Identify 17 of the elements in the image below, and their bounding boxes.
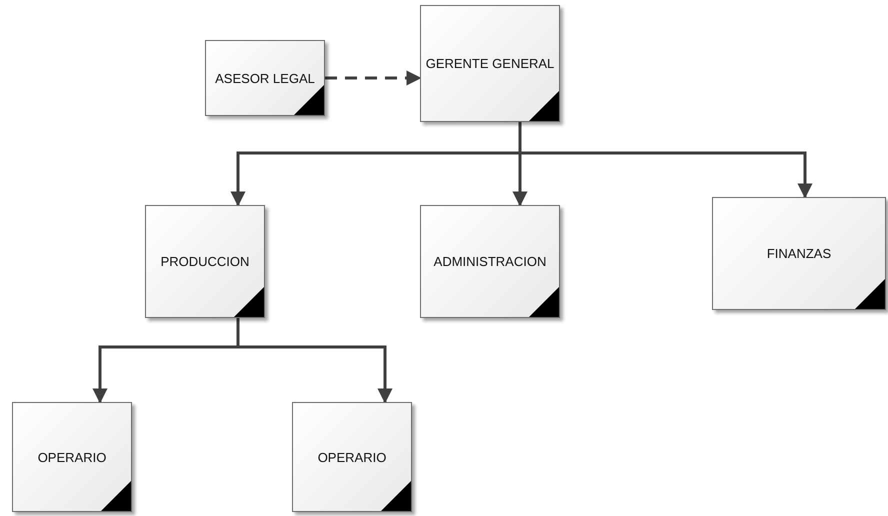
box-label: FINANZAS xyxy=(766,246,832,261)
box-label: OPERARIO xyxy=(38,450,106,464)
box-label: OPERARIO xyxy=(318,450,386,464)
org-box xyxy=(292,402,412,512)
box-label: GERENTE GENERAL xyxy=(426,56,554,71)
box-label: PRODUCCION xyxy=(160,254,250,269)
arrow xyxy=(325,70,422,86)
box-label: ASESOR LEGAL xyxy=(215,70,315,86)
org-box xyxy=(420,5,560,122)
arrow xyxy=(518,122,812,198)
box-label: ADMINISTRACION xyxy=(434,254,546,269)
org-box xyxy=(12,402,132,512)
arrow xyxy=(236,318,392,404)
org-box xyxy=(712,197,886,310)
org-box xyxy=(420,205,560,318)
org-box xyxy=(205,40,325,116)
org-box xyxy=(145,205,265,318)
